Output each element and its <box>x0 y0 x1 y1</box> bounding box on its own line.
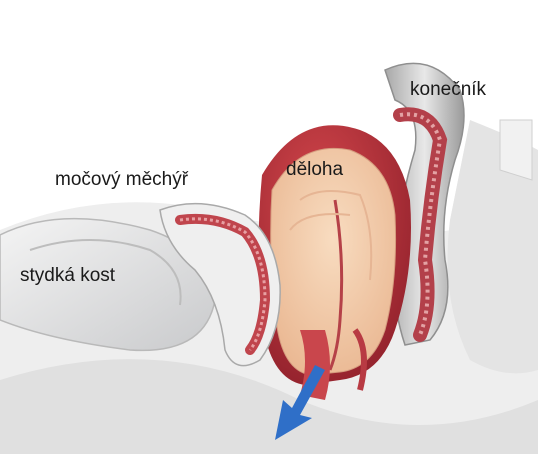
uterus-label: děloha <box>286 160 343 179</box>
uterus <box>271 148 396 375</box>
rectum-label: konečník <box>410 80 486 99</box>
bladder-label: močový měchýř <box>55 170 188 189</box>
pubic-bone-label: stydká kost <box>20 266 115 285</box>
